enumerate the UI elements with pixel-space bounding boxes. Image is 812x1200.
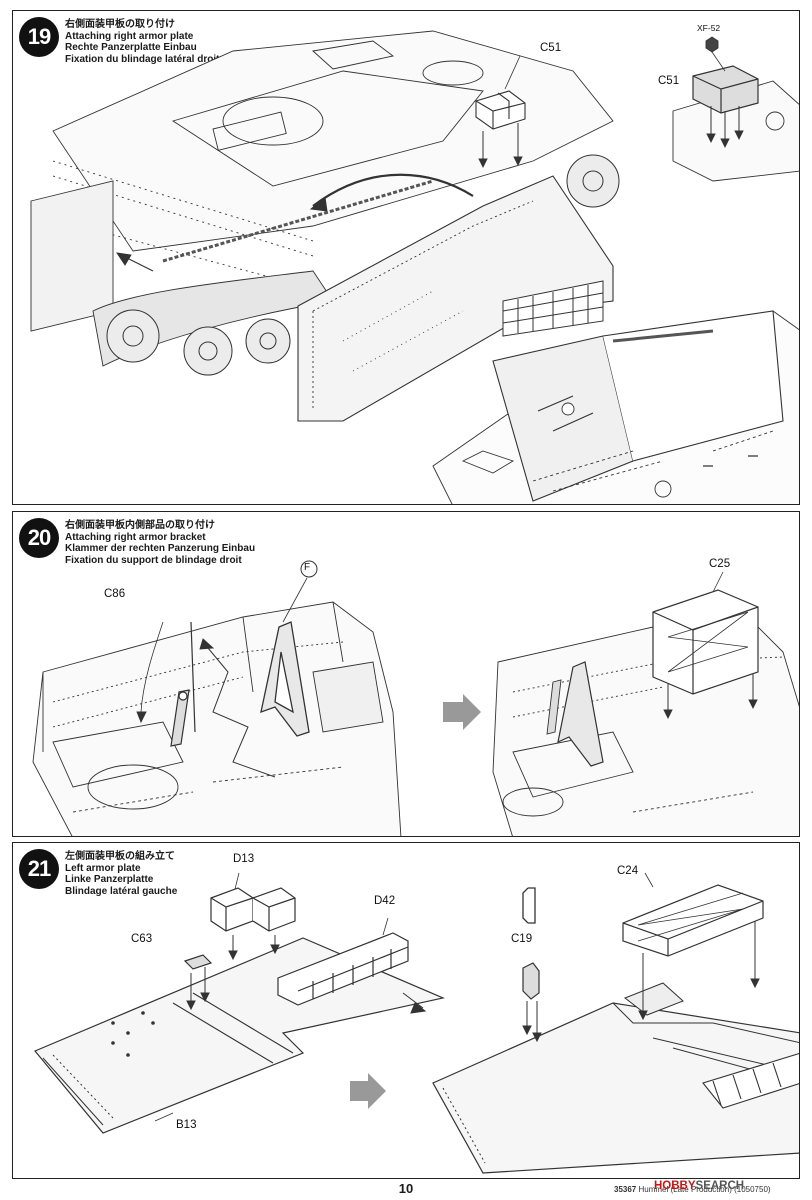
step-number-badge: 19 bbox=[19, 17, 59, 57]
step-title-jp: 右側面装甲板内側部品の取り付け bbox=[65, 520, 215, 531]
part-label-b13: B13 bbox=[176, 1119, 197, 1131]
watermark-part-a: HOBBY bbox=[654, 1180, 696, 1192]
paint-code-label: XF-52 bbox=[697, 23, 721, 33]
hobby-search-watermark: HOBBYSEARCH bbox=[654, 1180, 744, 1192]
step-title-en: Attaching right armor bracket bbox=[65, 531, 206, 543]
product-reference: 35367 Hummel (Late Production) (1050750) bbox=[614, 1185, 771, 1194]
step-title-fr: Blindage latéral gauche bbox=[65, 885, 178, 897]
part-label-c51-inset: C51 bbox=[658, 75, 680, 87]
step-number-badge: 21 bbox=[19, 849, 59, 889]
step-title-de: Klammer der rechten Panzerung Einbau bbox=[65, 543, 256, 555]
step-title-block: 右側面装甲板内側部品の取り付け Attaching right armor br… bbox=[65, 520, 255, 566]
step-title-fr: Fixation du blindage latéral droit bbox=[65, 53, 220, 65]
step-19-diagram bbox=[30, 30, 799, 504]
step-title-en: Left armor plate bbox=[65, 862, 141, 874]
step-21-panel: 21 左側面装甲板の組み立て Left armor plate Linke Pa… bbox=[12, 842, 800, 1179]
page-number: 10 bbox=[398, 1181, 414, 1196]
part-label-f: F bbox=[304, 562, 311, 573]
step-title-de: Rechte Panzerplatte Einbau bbox=[65, 42, 197, 54]
step-title-block: 右側面装甲板の取り付け Attaching right armor plate … bbox=[65, 19, 219, 65]
product-code: 35367 bbox=[614, 1185, 637, 1194]
part-label-d42: D42 bbox=[374, 895, 396, 907]
part-label-c19: C19 bbox=[511, 933, 533, 945]
step-20-panel: 20 右側面装甲板内側部品の取り付け Attaching right armor… bbox=[12, 511, 800, 837]
step-title-fr: Fixation du support de blindage droit bbox=[65, 554, 242, 566]
part-label-c63: C63 bbox=[131, 933, 153, 945]
step-title-block: 左側面装甲板の組み立て Left armor plate Linke Panze… bbox=[65, 851, 177, 897]
part-label-c24: C24 bbox=[617, 865, 639, 877]
step-title-jp: 右側面装甲板の取り付け bbox=[65, 19, 175, 30]
step-title-en: Attaching right armor plate bbox=[65, 30, 194, 42]
part-label-c25: C25 bbox=[709, 558, 731, 570]
step-number-badge: 20 bbox=[19, 518, 59, 558]
step-21-diagram bbox=[34, 872, 799, 1174]
step-19-panel: 19 右側面装甲板の取り付け Attaching right armor pla… bbox=[12, 10, 800, 505]
step-title-jp: 左側面装甲板の組み立て bbox=[65, 851, 175, 862]
watermark-part-b: SEARCH bbox=[695, 1180, 745, 1192]
product-name: Hummel (Late Production) (1050750) bbox=[638, 1185, 771, 1194]
step-title-de: Linke Panzerplatte bbox=[65, 874, 154, 886]
part-label-c51: C51 bbox=[540, 42, 562, 54]
step-20-diagram bbox=[32, 560, 799, 836]
part-label-d13: D13 bbox=[233, 853, 255, 865]
part-label-c86: C86 bbox=[104, 588, 126, 600]
